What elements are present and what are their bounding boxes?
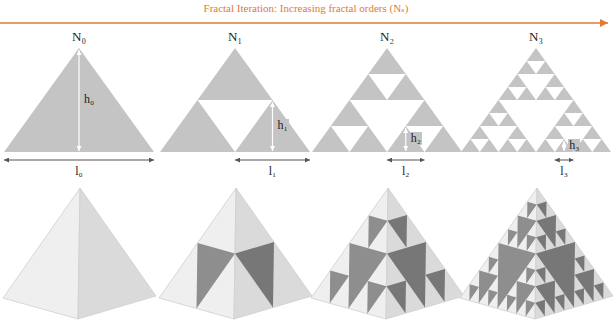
pyramid-opening [197, 243, 236, 309]
height-label: h₃ [568, 139, 580, 152]
pyramid-opening [488, 290, 498, 306]
pyramid-opening [367, 281, 386, 314]
pyramid-opening [536, 267, 546, 283]
sierpinski-triangle [461, 48, 611, 152]
height-label: h₁ [277, 119, 289, 132]
triangle-hole [406, 126, 444, 152]
triangle-hole [331, 126, 369, 152]
order-label: N₂ [379, 30, 395, 44]
length-arrow [235, 160, 310, 161]
pyramid-opening [574, 288, 584, 304]
printed-pyramid [311, 188, 464, 319]
pyramid-opening [556, 229, 566, 245]
pyramid-face [234, 188, 312, 319]
pyramid-opening [507, 295, 517, 311]
pyramid-opening [508, 229, 518, 245]
pyramid-opening [426, 269, 446, 302]
triangle-hole [583, 139, 602, 152]
pyramid-opening [368, 216, 387, 249]
length-arrow [4, 160, 154, 161]
printed-pyramid [460, 188, 613, 319]
pyramid-opening [387, 281, 407, 314]
triangle-body [4, 48, 154, 152]
pyramid-opening [387, 242, 426, 308]
height-label: h₂ [410, 132, 422, 145]
pyramid-opening [489, 257, 499, 273]
printed-pyramid [159, 188, 312, 319]
pyramid-opening [555, 294, 565, 310]
pyramid-opening [594, 283, 604, 299]
pyramid-opening [536, 234, 546, 250]
pyramid-opening [575, 256, 585, 272]
triangle-hole [545, 87, 564, 100]
length-label: l₁ [268, 165, 278, 178]
pyramid-face [311, 188, 388, 319]
height-arrow [405, 128, 406, 151]
length-arrow [387, 160, 425, 161]
pyramid-face [78, 188, 156, 319]
order-label: N₃ [528, 30, 544, 44]
pyramid-opening [527, 235, 537, 251]
triangle-hole [508, 139, 527, 152]
pyramid-opening [330, 271, 349, 304]
triangle-hole [368, 74, 406, 100]
pyramid-opening [537, 215, 557, 248]
length-label: l₃ [559, 165, 569, 178]
iteration-arrow [0, 22, 608, 24]
triangle-hole [564, 113, 583, 126]
height-label: h₀ [83, 93, 95, 106]
height-arrow [78, 50, 79, 151]
triangle-body [461, 48, 611, 152]
pyramid-opening [575, 269, 595, 302]
triangle-body [312, 48, 462, 152]
length-arrow [555, 160, 574, 161]
length-label: l₂ [401, 165, 411, 178]
triangle-body [160, 48, 310, 152]
triangle-hole [198, 100, 273, 152]
triangle-hole [489, 113, 508, 126]
height-arrow [272, 102, 273, 151]
pyramid-opening [388, 215, 408, 248]
triangle-hole [508, 87, 527, 100]
pyramid-opening [235, 242, 274, 308]
length-label: l₀ [74, 165, 84, 178]
height-arrow [564, 141, 565, 151]
pyramid-face [535, 188, 613, 319]
pyramid-face [3, 188, 80, 319]
diagram-title: Fractal Iteration: Increasing fractal or… [202, 3, 411, 15]
triangle-hole [470, 139, 489, 152]
pyramid-opening [526, 267, 536, 283]
printed-pyramid [3, 188, 156, 319]
pyramid-opening [535, 300, 545, 316]
sierpinski-triangle [4, 48, 154, 152]
triangle-hole [545, 139, 564, 152]
pyramid-opening [537, 202, 547, 218]
sierpinski-triangle [312, 48, 462, 152]
pyramid-opening [536, 281, 556, 314]
pyramid-opening [526, 300, 536, 316]
order-label: N₁ [227, 30, 243, 44]
pyramid-face [386, 188, 464, 319]
pyramid-face [159, 188, 236, 319]
pyramid-opening [469, 284, 479, 300]
pyramid-face [460, 188, 537, 319]
sierpinski-triangle [160, 48, 310, 152]
pyramid-opening [527, 202, 537, 218]
triangle-hole [527, 61, 546, 74]
order-label: N₀ [71, 30, 87, 44]
